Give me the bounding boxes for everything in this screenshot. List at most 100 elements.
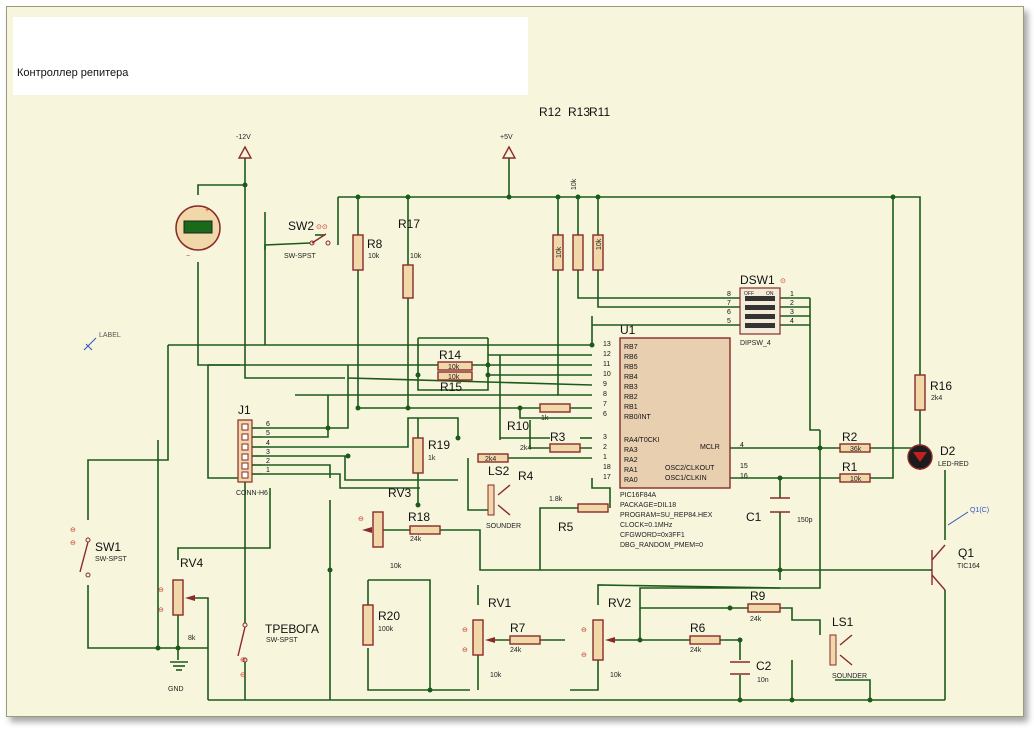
sounder-ls2: LS2 SOUNDER [486,464,521,530]
svg-text:⊖: ⊖ [240,657,246,664]
svg-text:R6: R6 [690,621,706,635]
u1-left-pins: RB713RB612RB511RB410RB39RB28RB17RB0/INT6… [603,341,659,484]
svg-text:R14: R14 [439,348,461,362]
svg-text:R8: R8 [367,237,383,251]
svg-text:LED-RED: LED-RED [938,461,969,468]
u1-pin-label: RB1 [624,404,638,411]
u1-property-line: CLOCK=0.1MHz [620,522,673,529]
svg-text:R18: R18 [408,510,430,524]
svg-text:TIC164: TIC164 [957,563,980,570]
dip-switch-dsw1: DSW1 OFF ON 8 7 6 5 1 2 3 4 DIPSW_4 ⊙ [727,273,794,347]
svg-text:6: 6 [727,309,731,316]
svg-text:DSW1: DSW1 [740,273,775,287]
svg-text:⊙: ⊙ [780,278,786,285]
schematic-title: Контроллер репитера [17,67,129,79]
svg-text:2: 2 [266,458,270,465]
u1-pin-number: 10 [603,371,611,378]
svg-text:LS2: LS2 [488,464,510,478]
microcontroller-u1: U1 RB713RB612RB511RB410RB39RB28RB17RB0/I… [603,323,748,549]
svg-text:CONN-H6: CONN-H6 [236,490,268,497]
wires [87,158,946,701]
junctions [155,182,896,703]
u1-pin-label: RB7 [624,344,638,351]
svg-text:SW1: SW1 [95,540,121,554]
svg-text:R3: R3 [550,430,566,444]
u1-pin-label: RB6 [624,354,638,361]
resistor-r18: R18 24k [408,510,441,543]
svg-text:⊖: ⊖ [462,627,468,634]
u1-property-line: CFGWORD=0x3FF1 [620,532,685,539]
resistor-r20: R20 100k [362,604,400,646]
svg-text:OFF: OFF [744,291,754,297]
svg-text:SW-SPST: SW-SPST [266,637,298,644]
svg-text:10k: 10k [596,238,603,250]
u1-pin-number: 15 [740,463,748,470]
led-d2: D2 LED-RED [907,444,969,470]
svg-text:10k: 10k [448,364,460,371]
svg-text:1: 1 [790,291,794,298]
resistor-r12: 10k [552,234,564,271]
svg-text:4: 4 [266,440,270,447]
svg-text:5: 5 [266,430,270,437]
potentiometer-rv2: RV2 10k ⊖ ⊖ [581,596,631,679]
u1-pin-number: 1 [603,454,607,461]
svg-text:C2: C2 [756,659,772,673]
svg-text:⊖: ⊖ [581,652,587,659]
svg-text:4: 4 [790,318,794,325]
u1-pin-label: RB3 [624,384,638,391]
potentiometer-rv1: RV1 10k ⊖ ⊖ [462,596,511,679]
u1-pin-label: MCLR [700,444,720,451]
title-block: Контроллер репитера [13,17,528,95]
svg-text:36k: 36k [850,446,862,453]
resistor-r17: R17 10k [398,217,422,299]
svg-text:10k: 10k [850,476,862,483]
resistor-r16: R16 2k4 [914,374,952,411]
svg-text:3: 3 [790,309,794,316]
u1-properties: PIC16F84APACKAGE=DIL18PROGRAM=SU_REP84.H… [620,492,713,549]
ground-symbol: GND [168,661,188,693]
resistor-r14: R14 10k [437,348,473,371]
power-pos5: +5V [500,134,517,159]
svg-text:Q1(C): Q1(C) [970,507,989,514]
svg-text:DIPSW_4: DIPSW_4 [740,340,771,347]
resistor-r6: R6 24k [689,621,721,654]
voltmeter-icon: + − [175,205,221,260]
svg-text:Q1: Q1 [958,546,974,560]
svg-text:U1: U1 [620,323,636,337]
svg-text:ТРЕВОГА: ТРЕВОГА [265,622,319,636]
svg-text:⊖: ⊖ [70,527,76,534]
svg-text:2: 2 [790,300,794,307]
svg-text:⊖: ⊖ [70,540,76,547]
svg-text:SW2: SW2 [288,219,314,233]
svg-text:LABEL: LABEL [99,332,121,339]
svg-text:R5: R5 [558,520,574,534]
svg-text:150p: 150p [797,517,813,524]
svg-text:R7: R7 [510,621,526,635]
svg-text:8k: 8k [188,635,196,642]
svg-text:7: 7 [727,300,731,307]
transistor-q1: Q1 TIC164 Q1(C) [930,507,989,591]
u1-pin-label: RB5 [624,364,638,371]
u1-pin-label: RB4 [624,374,638,381]
resistor-r10: 1k R10 [507,403,571,433]
svg-text:⊖: ⊖ [581,627,587,634]
u1-pin-number: 9 [603,381,607,388]
svg-text:10k: 10k [490,672,502,679]
u1-pin-label: OSC2/CLKOUT [665,465,715,472]
svg-text:⊖: ⊖ [158,607,164,614]
u1-pin-label: RB0/INT [624,414,652,421]
u1-pin-number: 8 [603,391,607,398]
svg-text:C1: C1 [746,510,762,524]
svg-text:24k: 24k [690,647,702,654]
u1-pin-label: RA2 [624,457,638,464]
svg-text:10k: 10k [390,563,402,570]
resistor-r2: R2 36k [839,430,871,453]
u1-pin-label: RA4/T0CKI [624,437,659,444]
resistor-r5: 1.8k R5 [549,496,609,534]
svg-text:⊖: ⊖ [240,672,246,679]
switch-alarm: ТРЕВОГА SW-SPST ⊖ ⊖ [237,600,319,679]
svg-text:2k4: 2k4 [485,456,496,463]
label-r13: R13 [568,105,590,119]
svg-text:RV4: RV4 [180,556,203,570]
